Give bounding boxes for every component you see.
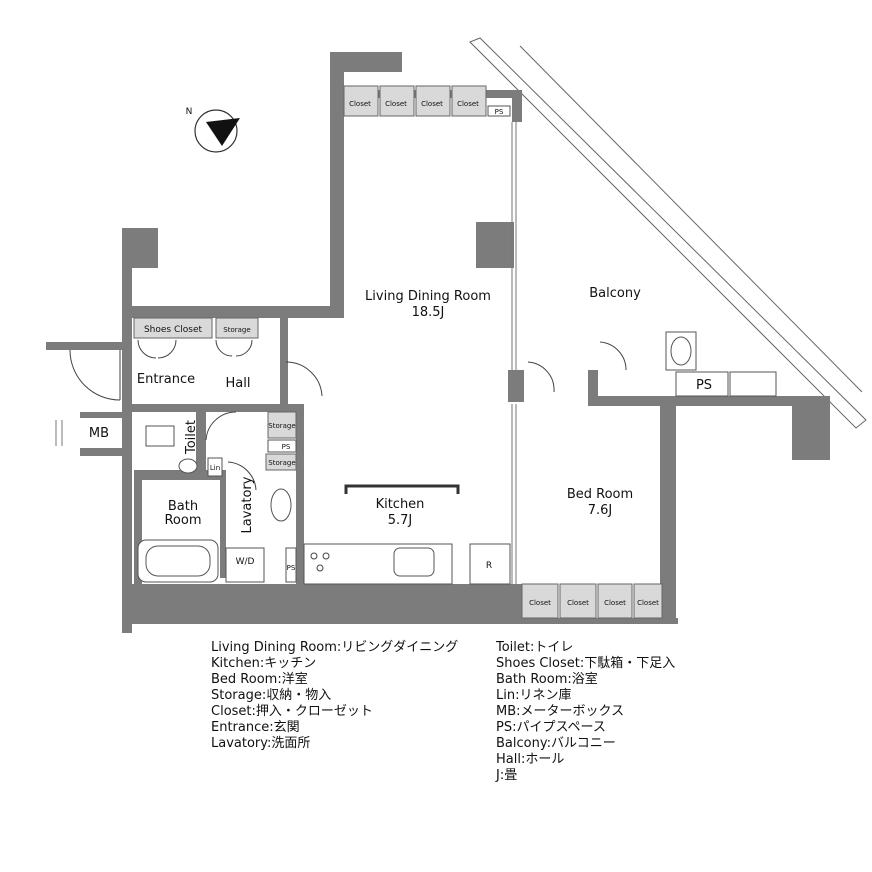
bath-label-1: Bath [168, 499, 198, 514]
kitchen-size: 5.7J [388, 513, 413, 528]
legend-item: Bath Room:浴室 [496, 672, 598, 687]
ps-lav [267, 439, 297, 453]
legend-item: PS:パイプスペース [496, 720, 606, 735]
storage-lav-1 [267, 411, 297, 439]
lavatory-label: Lavatory [240, 476, 255, 533]
closet-label: Closet [637, 599, 659, 607]
living-room-size: 18.5J [412, 305, 445, 320]
lin-label: Lin [210, 464, 220, 472]
lavatory-sink [270, 488, 292, 522]
closet-top-4 [451, 85, 487, 117]
window-lines [55, 122, 517, 584]
balcony-label: Balcony [589, 286, 641, 301]
washer-dryer [225, 547, 265, 583]
living-room-name: Living Dining Room [365, 289, 491, 304]
kitchen-sink [393, 547, 435, 577]
legend-item: Entrance:玄関 [211, 720, 300, 735]
ps-top [487, 105, 511, 117]
linen-closet [207, 457, 223, 477]
closet-bed-2 [559, 583, 597, 619]
ps-balcony-label: PS [696, 378, 712, 393]
shoes-closet-label: Shoes Closet [144, 325, 203, 335]
ps-label: PS [287, 564, 296, 572]
compass-north-label: N [186, 107, 193, 117]
entrance-label: Entrance [137, 372, 195, 387]
legend-item: Living Dining Room:リビングダイニング [211, 640, 459, 655]
closet-label: Closet [457, 100, 479, 108]
wd-label: W/D [236, 557, 255, 567]
closet-label: Closet [567, 599, 589, 607]
closet-label: Closet [385, 100, 407, 108]
compass-icon: N [186, 107, 240, 153]
bathtub-inner [145, 545, 211, 577]
legend-item: Hall:ホール [496, 752, 565, 767]
kitchen-name: Kitchen [376, 497, 425, 512]
legend-item: Closet:押入・クローゼット [211, 704, 373, 719]
legend-item: MB:メーターボックス [496, 704, 625, 719]
room-labels: Living Dining Room 18.5J Kitchen 5.7J Be… [89, 286, 712, 571]
toilet-label: Toilet [184, 420, 199, 455]
balcony-unit [670, 336, 692, 366]
closet-label: Closet [421, 100, 443, 108]
floor-plan: N [46, 37, 867, 633]
entrance-storage: Shoes Closet Storage Storage PS Storage … [133, 317, 297, 477]
legend-item: Kitchen:キッチン [211, 656, 317, 671]
legend-item: Lin:リネン庫 [496, 688, 572, 703]
closets-bedroom: Closet Closet Closet Closet [521, 583, 663, 619]
ps-label: PS [282, 443, 291, 451]
toilet-fixture [145, 425, 175, 447]
closet-label: Closet [529, 599, 551, 607]
shoes-closet [133, 317, 213, 339]
mb-label: MB [89, 426, 109, 441]
closet-top-2 [379, 85, 415, 117]
legend-right: Toilet:トイレ Shoes Closet:下駄箱・下足入 Bath Roo… [496, 640, 675, 784]
storage-hall [215, 317, 259, 339]
ps-balcony [675, 371, 729, 397]
closet-top-3 [415, 85, 451, 117]
ps-label: PS [495, 108, 504, 116]
bath-label-2: Room [164, 513, 201, 528]
storage-label: Storage [268, 422, 295, 430]
fixtures: PS [137, 331, 777, 585]
closet-bed-3 [597, 583, 633, 619]
hall-label: Hall [226, 376, 251, 391]
legend-item: Bed Room:洋室 [211, 672, 308, 687]
legend-item: Lavatory:洗面所 [211, 736, 311, 751]
legend-item: Storage:収納・物入 [211, 688, 332, 703]
storage-label: Storage [268, 459, 295, 467]
closet-top-1 [343, 85, 379, 117]
closet-label: Closet [349, 100, 371, 108]
storage-lav-2 [265, 453, 297, 471]
storage-label: Storage [223, 326, 250, 334]
closets-top: Closet Closet Closet Closet PS [343, 85, 511, 117]
fridge [469, 543, 511, 585]
fridge-label: R [486, 561, 492, 571]
ps-small [285, 547, 297, 583]
doors [69, 339, 627, 491]
bedroom-size: 7.6J [588, 503, 613, 518]
legend-item: J:畳 [496, 768, 518, 783]
closet-bed-1 [521, 583, 559, 619]
legend-left: Living Dining Room:リビングダイニング Kitchen:キッチ… [211, 640, 458, 752]
legend-item: Toilet:トイレ [496, 640, 574, 655]
legend-item: Shoes Closet:下駄箱・下足入 [496, 656, 676, 671]
exterior-walls [46, 52, 830, 633]
closet-label: Closet [604, 599, 626, 607]
bedroom-name: Bed Room [567, 487, 633, 502]
toilet-sink [178, 458, 198, 474]
balcony-railing [469, 37, 867, 429]
balcony-storage [729, 371, 777, 397]
closet-bed-4 [633, 583, 663, 619]
legend-item: Balcony:バルコニー [496, 736, 616, 751]
